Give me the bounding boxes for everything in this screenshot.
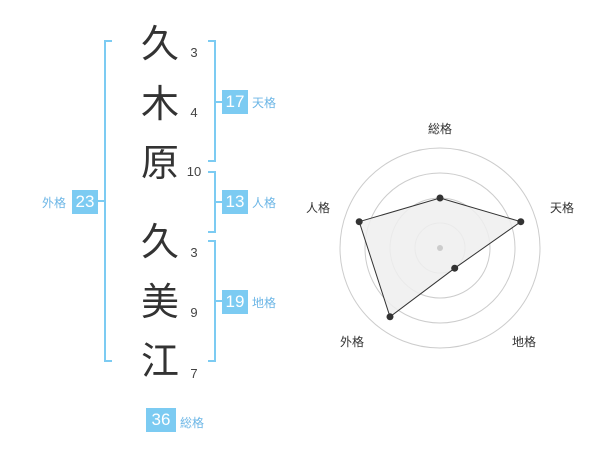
radar-point-3 — [386, 313, 394, 321]
name-char-6: 江 — [140, 339, 179, 383]
stroke-count-3: 10 — [186, 164, 202, 179]
radar-grid-ring — [364, 172, 516, 324]
tenkaku-label: 天格 — [252, 96, 277, 110]
chikaku-value: 19 — [222, 290, 248, 314]
chikaku-label: 地格 — [252, 296, 277, 310]
name-char-5: 美 — [140, 280, 179, 324]
radar-points — [355, 194, 525, 321]
radar-center-dot — [437, 245, 443, 251]
name-char-3: 原 — [140, 141, 179, 185]
stroke-count-4: 3 — [190, 245, 198, 260]
radar-axis-label-jinkaku: 人格 — [306, 200, 330, 215]
soukaku-label: 総格 — [180, 416, 205, 430]
stroke-count-2: 4 — [190, 105, 198, 120]
name-char-4: 久 — [140, 220, 179, 264]
radar-axis-label-chikaku: 地格 — [512, 334, 536, 349]
gaikaku-label: 外格 — [42, 196, 67, 210]
radar-point-0 — [436, 194, 444, 202]
name-char-2: 木 — [140, 82, 179, 126]
tenkaku-value: 17 — [222, 90, 248, 114]
chikaku-bracket-tick — [214, 300, 222, 302]
radar-area — [358, 197, 522, 318]
stroke-count-6: 7 — [190, 366, 198, 381]
gaikaku-value: 23 — [72, 190, 98, 214]
radar-axis-label-gaikaku: 外格 — [340, 334, 364, 349]
radar-point-1 — [517, 218, 525, 226]
radar-point-4 — [355, 218, 363, 226]
stroke-count-5: 9 — [190, 305, 198, 320]
jinkaku-label: 人格 — [252, 196, 277, 210]
radar-grid-ring — [339, 147, 541, 349]
name-char-1: 久 — [140, 22, 179, 66]
stroke-count-1: 3 — [190, 45, 198, 60]
tenkaku-bracket-tick — [214, 101, 222, 103]
jinkaku-value: 13 — [222, 190, 248, 214]
radar-point-2 — [451, 264, 459, 272]
gaikaku-bracket-tick — [96, 200, 106, 202]
radar-axis-label-soukaku: 総格 — [428, 121, 452, 136]
soukaku-value: 36 — [146, 408, 176, 432]
jinkaku-bracket-tick — [214, 201, 222, 203]
radar-axis-label-tenkaku: 天格 — [550, 200, 574, 215]
